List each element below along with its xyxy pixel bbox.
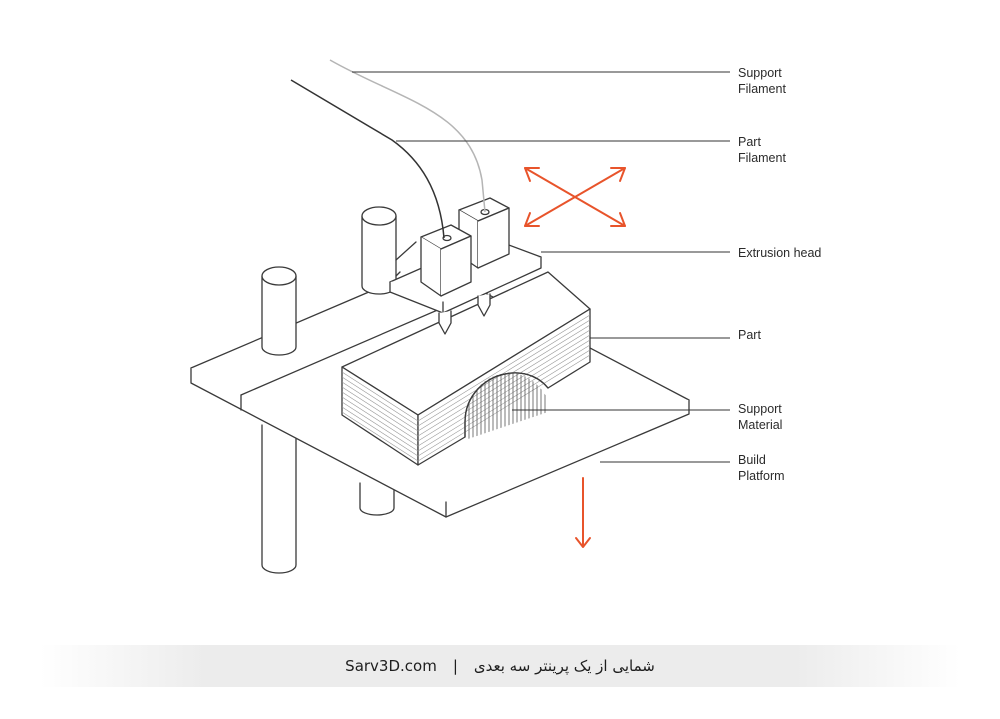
caption-bar: Sarv3D.com | شمایی از یک پرینتر سه بعدی	[40, 645, 960, 687]
caption-site: Sarv3D.com	[345, 657, 437, 675]
rear-rod-lower	[359, 482, 395, 516]
xy-arrow-b	[524, 167, 626, 227]
label-extrusion-head: Extrusion head	[738, 246, 822, 260]
label-support-filament: Support Filament	[738, 66, 786, 96]
label-part: Part	[738, 328, 761, 342]
label-support-material: Support Material	[738, 402, 783, 432]
gantry-rail	[395, 241, 417, 277]
label-build-platform: Build Platform	[738, 453, 785, 483]
nozzles	[438, 293, 491, 335]
caption-text: شمایی از یک پرینتر سه بعدی	[473, 657, 655, 675]
nozzle-block-front	[420, 224, 472, 297]
caption-separator: |	[452, 657, 458, 675]
rear-rod-upper	[361, 206, 397, 295]
part-filament-line	[290, 79, 445, 239]
left-rod-upper	[261, 266, 297, 356]
left-rod-lower	[261, 424, 297, 574]
support-filament-line	[329, 59, 486, 213]
label-part-filament: Part Filament	[738, 135, 786, 165]
